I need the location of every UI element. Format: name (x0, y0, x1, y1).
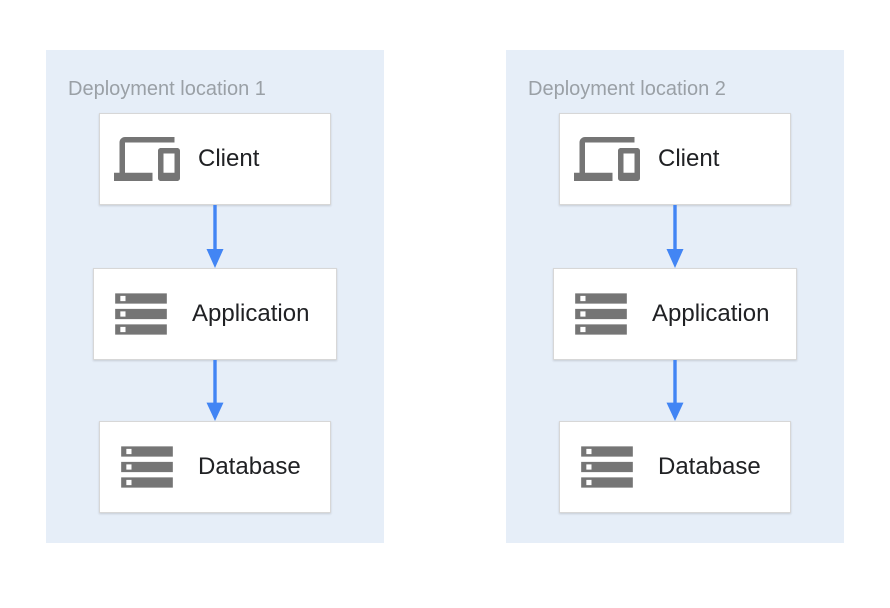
devices-icon (574, 126, 640, 192)
node-label: Application (192, 300, 310, 327)
node-label: Database (198, 453, 301, 480)
node-label: Client (198, 145, 260, 172)
client-to-application-arrow (205, 205, 225, 268)
server-stack-icon (568, 281, 634, 347)
panel-title: Deployment location 2 (528, 78, 726, 100)
database-node[interactable]: Database (99, 421, 331, 513)
node-label: Database (658, 453, 761, 480)
node-label: Client (658, 145, 720, 172)
client-node[interactable]: Client (99, 113, 331, 205)
server-stack-icon (574, 434, 640, 500)
application-node[interactable]: Application (93, 268, 337, 360)
client-node[interactable]: Client (559, 113, 791, 205)
server-stack-icon (108, 281, 174, 347)
deployment-location-2-panel: Deployment location 2 Client Application (506, 50, 844, 543)
devices-icon (114, 126, 180, 192)
panel-title: Deployment location 1 (68, 78, 266, 100)
database-node[interactable]: Database (559, 421, 791, 513)
node-label: Application (652, 300, 770, 327)
server-stack-icon (114, 434, 180, 500)
application-to-database-arrow (205, 360, 225, 421)
client-to-application-arrow (665, 205, 685, 268)
application-to-database-arrow (665, 360, 685, 421)
application-node[interactable]: Application (553, 268, 797, 360)
deployment-location-1-panel: Deployment location 1 Client Application (46, 50, 384, 543)
